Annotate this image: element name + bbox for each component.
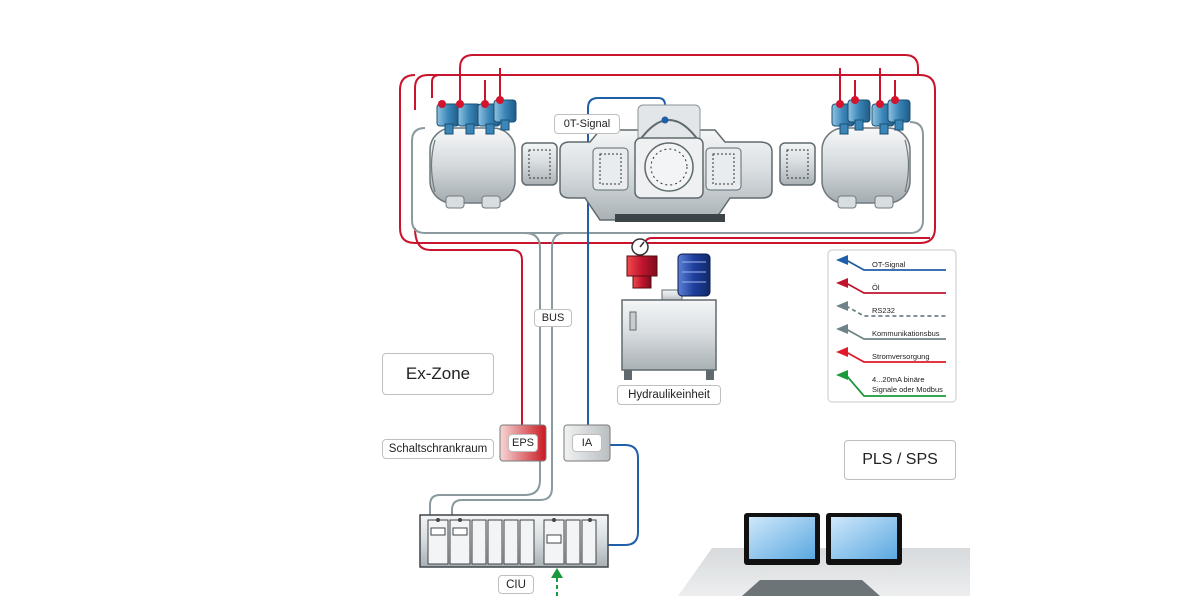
green-arrow-icon xyxy=(551,568,563,578)
ot-sensor-icon xyxy=(661,116,669,124)
ot-signal-line xyxy=(587,97,666,546)
legend-item: Kommunikationsbus xyxy=(836,324,946,340)
legend-item: Öl xyxy=(836,278,946,294)
oil-loop-lines xyxy=(399,54,936,425)
legend-arrow-icon xyxy=(836,255,848,265)
hydraulikeinheit-label: Hydraulikeinheit xyxy=(617,385,721,405)
bus-label: BUS xyxy=(534,309,572,327)
bus-loop-lines xyxy=(411,121,924,515)
legend-label: Kommunikationsbus xyxy=(872,329,940,338)
legend-arrow-icon xyxy=(836,324,848,334)
valve-icon xyxy=(436,100,460,135)
legend-line xyxy=(845,328,946,340)
ex-zone-label: Ex-Zone xyxy=(382,353,494,395)
legend-arrow-icon xyxy=(836,370,848,380)
legend-arrow-icon xyxy=(836,278,848,288)
legend-item: OT-Signal xyxy=(836,255,946,271)
legend-line xyxy=(845,282,946,294)
legend-line xyxy=(845,351,946,363)
legend-label: 4...20mA binäre xyxy=(872,375,925,384)
pls-sps-label: PLS / SPS xyxy=(844,440,956,480)
legend-arrow-icon xyxy=(836,301,848,311)
legend-label: RS232 xyxy=(872,306,895,315)
legend-label: OT-Signal xyxy=(872,260,906,269)
legend-label-line2: Signale oder Modbus xyxy=(872,385,943,394)
valve-icon xyxy=(847,96,871,131)
valve-icon xyxy=(493,96,517,131)
ciu-label: CIU xyxy=(498,575,534,594)
legend-arrow-icon xyxy=(836,347,848,357)
workstation xyxy=(678,513,970,596)
ia-label: IA xyxy=(572,434,602,452)
legend-line xyxy=(845,259,946,271)
valve-icons xyxy=(436,96,911,135)
legend-item: Stromversorgung xyxy=(836,347,946,363)
legend-label: Öl xyxy=(872,283,880,292)
ot-signal-label: 0T-Signal xyxy=(554,114,620,134)
valve-icon xyxy=(887,96,911,131)
legend-line xyxy=(845,374,946,397)
monitor-icon xyxy=(826,513,902,565)
rack-icon xyxy=(419,514,609,568)
legend-label: Stromversorgung xyxy=(872,352,930,361)
monitor-icon xyxy=(744,513,820,565)
eps-label: EPS xyxy=(508,434,538,452)
legend-item: RS232 xyxy=(836,301,946,317)
legend: OT-SignalÖlRS232KommunikationsbusStromve… xyxy=(827,249,957,403)
compressor-icon xyxy=(429,104,911,222)
hydraulic-unit-icon xyxy=(621,238,717,380)
schaltschrankraum-label: Schaltschrankraum xyxy=(382,439,494,459)
